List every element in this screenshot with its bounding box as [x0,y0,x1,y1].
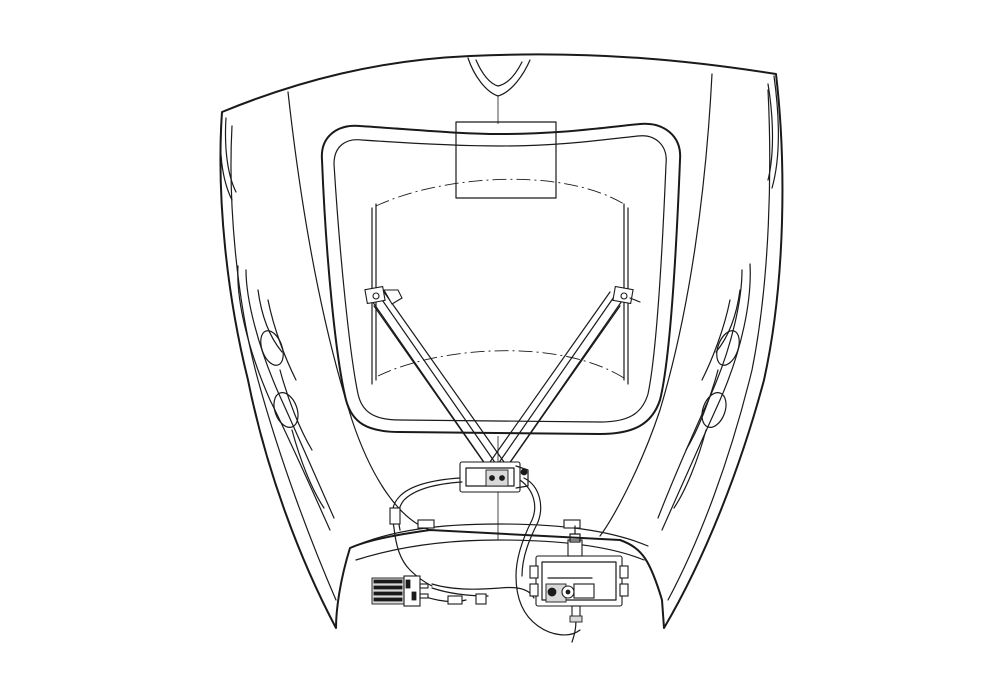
pump-assembly [529,525,629,643]
windshield-frame [320,122,682,435]
left-support-arm [364,285,505,475]
hood-panel [219,53,784,629]
right-side-vents [657,75,779,531]
left-side-vents [219,113,335,531]
detail-callout-box [455,121,557,199]
control-module [371,575,429,607]
wiring-harness [389,468,581,636]
actuator-unit [459,461,529,493]
sweep-arcs [371,178,629,385]
right-support-arm [489,285,641,475]
